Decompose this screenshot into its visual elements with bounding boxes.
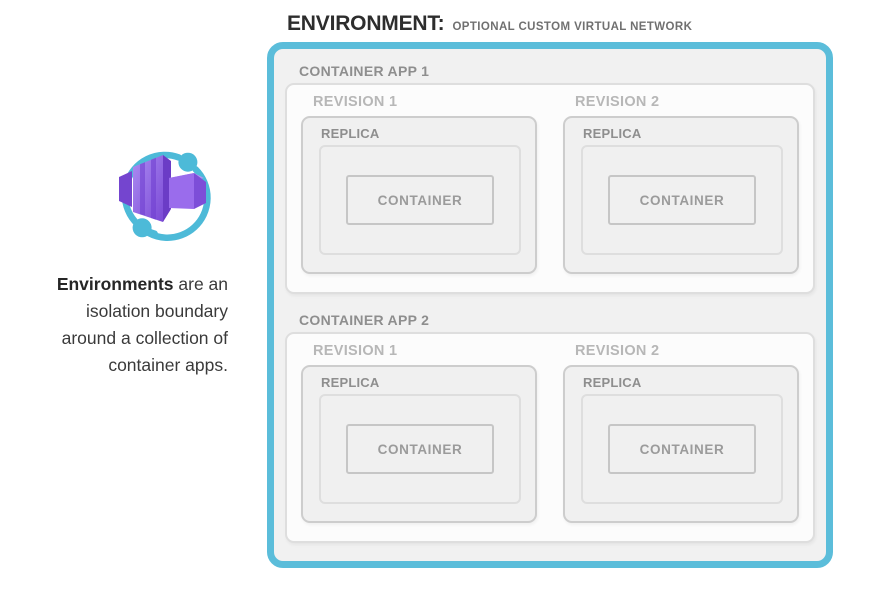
orbit-dot-top-right <box>178 152 198 172</box>
environment-title-qualifier: OPTIONAL CUSTOM VIRTUAL NETWORK <box>452 21 693 33</box>
app2-revision-1-replica-label: REPLICA <box>321 375 380 390</box>
container-app-2-revisions: REVISION 1 REPLICA CONTAINER REVISION 2 <box>301 343 799 523</box>
app1-revision-2-container-label: CONTAINER <box>639 192 725 208</box>
app1-revision-1-container-label: CONTAINER <box>377 192 463 208</box>
app1-revision-2-replica-label: REPLICA <box>583 126 642 141</box>
app1-revision-1-pod-box: CONTAINER <box>319 145 521 255</box>
container-app-1-revisions: REVISION 1 REPLICA CONTAINER REVISION 2 <box>301 94 799 274</box>
app2-revision-2-pod-box: CONTAINER <box>581 394 783 504</box>
app1-revision-2-replica-box: REPLICA CONTAINER <box>563 116 799 274</box>
container-app-2-label: CONTAINER APP 2 <box>299 312 430 328</box>
app1-revision-1-replica-label: REPLICA <box>321 126 380 141</box>
app1-revision-1-container-box: CONTAINER <box>346 175 494 225</box>
environment-title: ENVIRONMENT: OPTIONAL CUSTOM VIRTUAL NET… <box>287 12 692 36</box>
app2-revision-2-replica-label: REPLICA <box>583 375 642 390</box>
caption-line-4: container apps. <box>108 355 228 375</box>
app1-revision-1-replica-box: REPLICA CONTAINER <box>301 116 537 274</box>
caption-line-3: around a collection of <box>61 328 228 348</box>
app2-revision-2: REVISION 2 REPLICA CONTAINER <box>563 343 799 523</box>
app2-revision-2-container-label: CONTAINER <box>639 441 725 457</box>
container-app-2-panel: REVISION 1 REPLICA CONTAINER REVISION 2 <box>285 332 815 543</box>
app1-revision-2-label: REVISION 2 <box>575 94 660 110</box>
app2-revision-1-container-box: CONTAINER <box>346 424 494 474</box>
app2-revision-1: REVISION 1 REPLICA CONTAINER <box>301 343 537 523</box>
environments-caption: Environments are an isolation boundary a… <box>12 271 228 379</box>
app1-revision-1: REVISION 1 REPLICA CONTAINER <box>301 94 537 274</box>
caption-bold-word: Environments <box>56 274 174 294</box>
azure-container-apps-icon <box>119 151 211 241</box>
orbit-dot-bottom-left <box>132 218 152 238</box>
app1-revision-2-container-box: CONTAINER <box>608 175 756 225</box>
app2-revision-2-container-box: CONTAINER <box>608 424 756 474</box>
container-app-2-group: CONTAINER APP 2 REVISION 1 REPLICA CONTA… <box>285 312 815 543</box>
caption-line-2: isolation boundary <box>85 301 228 321</box>
app2-revision-1-label: REVISION 1 <box>313 343 398 359</box>
app1-revision-2-pod-box: CONTAINER <box>581 145 783 255</box>
app2-revision-2-replica-box: REPLICA CONTAINER <box>563 365 799 523</box>
container-app-1-panel: REVISION 1 REPLICA CONTAINER REVISION 2 <box>285 83 815 294</box>
app2-revision-1-pod-box: CONTAINER <box>319 394 521 504</box>
app2-revision-2-label: REVISION 2 <box>575 343 660 359</box>
container-app-1-label: CONTAINER APP 1 <box>299 63 430 79</box>
caption-line-1: Environments are an <box>56 274 228 294</box>
environment-title-main: ENVIRONMENT: <box>287 12 445 35</box>
container-box-3d <box>119 155 206 222</box>
app1-revision-2: REVISION 2 REPLICA CONTAINER <box>563 94 799 274</box>
environment-box: CONTAINER APP 1 REVISION 1 REPLICA CONTA… <box>267 42 833 568</box>
app2-revision-1-container-label: CONTAINER <box>377 441 463 457</box>
orbit-dots <box>132 152 198 238</box>
app2-revision-1-replica-box: REPLICA CONTAINER <box>301 365 537 523</box>
app1-revision-1-label: REVISION 1 <box>313 94 398 110</box>
container-app-1-group: CONTAINER APP 1 REVISION 1 REPLICA CONTA… <box>285 63 815 294</box>
